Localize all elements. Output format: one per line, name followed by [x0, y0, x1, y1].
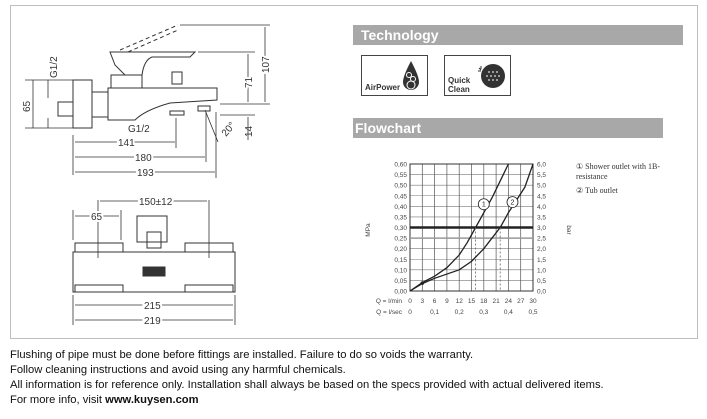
y-tick-label: 0,10	[394, 267, 407, 274]
x2-tick-label: 0,1	[430, 309, 439, 316]
y-axis-label-mpa: MPa	[365, 223, 372, 237]
dim-65-vertical: 65	[22, 100, 33, 112]
y-tick-label: 0,35	[394, 214, 407, 221]
dim-219: 219	[144, 316, 161, 327]
dim-215: 215	[144, 301, 161, 312]
flowchart-header: Flowchart	[353, 118, 663, 138]
series-marker-label-1: 1	[482, 202, 486, 209]
front-view-drawing	[72, 200, 236, 325]
y-tick-label: 0,25	[394, 236, 407, 243]
dim-193: 193	[137, 168, 154, 179]
x-tick-label: 21	[492, 298, 500, 305]
low-flow-point	[420, 281, 425, 285]
airpower-drop-icon	[403, 61, 419, 90]
x-tick-label: 27	[517, 298, 525, 305]
technology-header: Technology	[353, 25, 683, 45]
dim-20-degrees: 20°	[220, 120, 238, 139]
dim-150: 150±12	[139, 197, 173, 208]
y-tick-label: 0,60	[394, 162, 407, 169]
y2-tick-label: 6,0	[537, 162, 546, 169]
footer-line-reference: All information is for reference only. I…	[10, 379, 604, 391]
x-tick-label: 30	[529, 298, 537, 305]
spec-sheet-frame	[10, 5, 698, 339]
legend-item-tub: ② Tub outlet	[576, 186, 676, 196]
y2-tick-label: 2,5	[537, 236, 546, 243]
x-tick-label: 24	[505, 298, 513, 305]
y-tick-label: 0,20	[394, 246, 407, 253]
y2-tick-label: 1,0	[537, 267, 546, 274]
y2-tick-label: 5,5	[537, 172, 546, 179]
quickclean-label-line2: Clean	[448, 85, 470, 94]
x2-tick-label: 0,2	[455, 309, 464, 316]
x2-tick-label: 0,3	[479, 309, 488, 316]
y-tick-label: 0,55	[394, 172, 407, 179]
x-axis-label-lsec: Q = l/sec	[376, 309, 403, 316]
series-marker-label-2: 2	[511, 200, 515, 207]
x-tick-label: 6	[433, 298, 437, 305]
y-tick-label: 0,00	[394, 289, 407, 296]
x-tick-label: 15	[468, 298, 476, 305]
legend-text-2: Tub outlet	[585, 186, 618, 195]
website-link[interactable]: www.kuysen.com	[105, 394, 199, 406]
footer-line-more-info: For more info, visit www.kuysen.com	[10, 393, 604, 408]
footer-notes: Flushing of pipe must be done before fit…	[10, 348, 604, 408]
y2-tick-label: 0,5	[537, 278, 546, 285]
dim-65-front: 65	[91, 212, 103, 223]
quickclean-nozzle-icon	[478, 64, 505, 88]
series-curve-1	[409, 163, 509, 292]
airpower-label: AirPower	[365, 83, 401, 92]
y2-tick-label: 1,5	[537, 257, 546, 264]
x2-tick-label: 0,5	[528, 309, 537, 316]
series-marker-1	[477, 198, 490, 211]
dim-14: 14	[244, 125, 255, 137]
dim-141: 141	[118, 138, 135, 149]
side-view-drawing	[25, 24, 270, 178]
y2-tick-label: 3,0	[537, 225, 546, 232]
x-tick-label: 9	[445, 298, 449, 305]
legend-item-shower: ① Shower outlet with 1B-resistance	[576, 162, 676, 182]
quickclean-badge: Quick Clean	[444, 55, 511, 96]
y-tick-label: 0,50	[394, 183, 407, 190]
x-tick-label: 0	[408, 298, 412, 305]
x-tick-label: 12	[456, 298, 464, 305]
y2-tick-label: 4,5	[537, 193, 546, 200]
footer-line-flushing: Flushing of pipe must be done before fit…	[10, 349, 474, 361]
series-marker-2	[506, 196, 519, 208]
x-tick-label: 18	[480, 298, 488, 305]
technical-drawing: G1/2 65 G1/2 141 180 193 71 107 14 20° 1…	[22, 24, 274, 329]
y2-tick-label: 2,0	[537, 246, 546, 253]
dim-g12-vertical: G1/2	[49, 56, 60, 78]
y-tick-label: 0,05	[394, 278, 407, 285]
y2-tick-label: 5,0	[537, 183, 546, 190]
dim-g12-outlet: G1/2	[128, 124, 150, 135]
y2-tick-label: 3,5	[537, 214, 546, 221]
y-tick-label: 0,40	[394, 204, 407, 211]
footer-more-info-text: For more info, visit	[10, 394, 106, 406]
chart-legend: ① Shower outlet with 1B-resistance ② Tub…	[576, 162, 676, 196]
x2-tick-label: 0,4	[504, 309, 513, 316]
y-axis-label-bar: bar	[565, 225, 572, 235]
dim-180: 180	[135, 153, 152, 164]
legend-text-1: Shower outlet with 1B-resistance	[576, 162, 661, 181]
y-tick-label: 0,45	[394, 193, 407, 200]
y-tick-label: 0,15	[394, 257, 407, 264]
x2-tick-label: 0	[408, 309, 412, 316]
quickclean-label-line1: Quick	[448, 76, 471, 85]
airpower-badge: AirPower	[361, 55, 428, 96]
footer-line-cleaning: Follow cleaning instructions and avoid u…	[10, 364, 346, 376]
y-tick-label: 0,30	[394, 225, 407, 232]
dim-107: 107	[261, 56, 272, 73]
legend-marker-1: ①	[576, 162, 584, 171]
y2-tick-label: 0,0	[537, 289, 546, 296]
x-axis-label-lmin: Q = l/min	[376, 298, 403, 305]
y2-tick-label: 4,0	[537, 204, 546, 211]
x-tick-label: 3	[420, 298, 424, 305]
dim-71: 71	[244, 76, 255, 88]
legend-marker-2: ②	[576, 186, 584, 195]
